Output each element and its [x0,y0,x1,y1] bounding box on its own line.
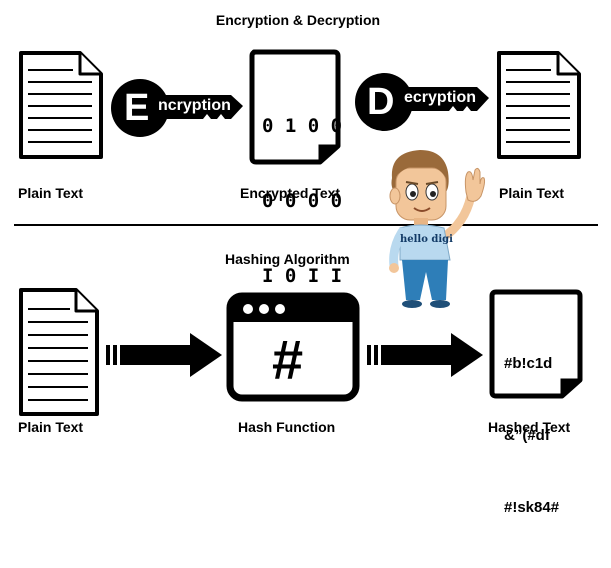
encrypted-text-document: 0 1 0 0 0 0 0 0 I 0 I I [248,48,343,287]
encryption-section-title: Encryption & Decryption [215,12,381,28]
hashed-line: #b!c1d [504,355,553,372]
plain-text-document-icon [497,51,581,159]
decryption-key-text: ecryption [404,89,477,106]
encryption-key-icon: E ncryption [107,78,247,138]
hashed-text-document: #b!c1d &”(#df #!sk84# [488,288,584,516]
binary-row: I 0 I I [262,265,343,287]
plain-text-document-icon [19,288,99,416]
plain-text-label: Plain Text [18,419,84,435]
hashed-text-label: Hashed Text [488,419,571,435]
hash-function-window: # [226,292,360,402]
plain-text-document-icon [19,51,103,159]
hash-function-label: Hash Function [238,419,336,435]
plain-text-label: Plain Text [499,185,565,201]
hashing-section-title: Hashing Algorithm [225,251,350,267]
right-arrow-icon [367,333,483,377]
waving-mascot-icon [389,150,486,308]
decryption-key-initial: D [367,81,395,123]
right-arrow-icon [106,333,222,377]
hashed-document-icon [489,289,583,399]
decryption-key-icon: D ecryption [353,72,493,132]
encrypted-text-label: Encrypted Text [240,185,341,201]
binary-row: 0 0 0 0 [262,190,343,212]
encryption-key-initial: E [124,87,150,129]
mascot-illustration: hello digi [380,148,490,310]
binary-row: 0 1 0 0 [262,115,343,137]
hash-symbol: # [272,328,304,391]
encryption-key-text: ncryption [158,97,231,114]
section-divider [14,224,598,226]
plain-text-label: Plain Text [18,185,84,201]
mascot-shirt-text: hello digi [400,234,453,245]
browser-window-icon [226,292,360,402]
diagram-canvas: Encryption & Decryption Plain Text E ncr… [14,12,598,516]
encrypted-document-icon [249,49,341,165]
hashed-line: #!sk84# [504,499,560,516]
